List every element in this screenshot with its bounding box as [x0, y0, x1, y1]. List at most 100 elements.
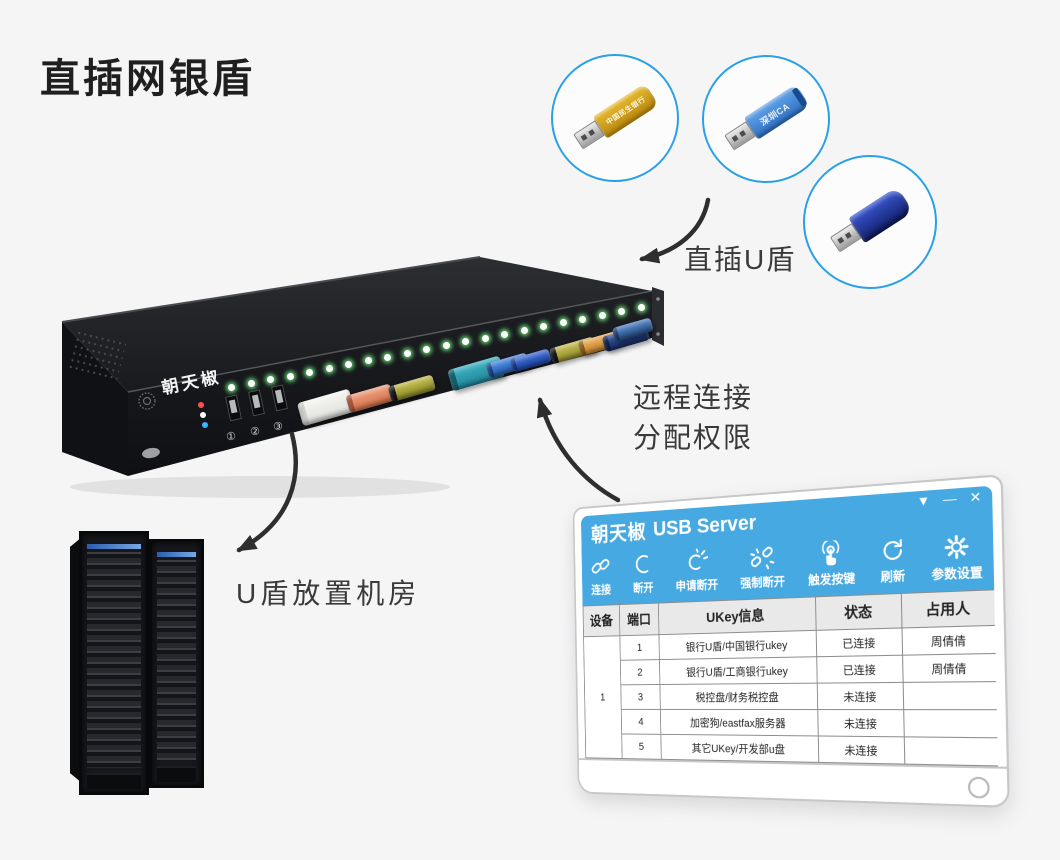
dongle-white — [297, 388, 356, 426]
dropdown-icon[interactable]: ▼ — [917, 492, 931, 510]
rack-base — [157, 766, 196, 782]
rack-server-slots — [87, 552, 141, 768]
user-cell — [904, 710, 998, 738]
rack-tower-right — [149, 539, 204, 788]
status-led-blue — [202, 422, 208, 428]
blue-usb-key: 深圳CA — [722, 84, 810, 154]
ukey-table: 设备 端口 UKey信息 状态 占用人 1 1 银行U盾/中国银行ukey 已连 — [583, 589, 998, 766]
usb-key-circle-blue: 深圳CA — [702, 55, 830, 183]
status-led-white — [200, 412, 206, 418]
port-cell: 1 — [620, 635, 660, 661]
port-number-2: ② — [250, 426, 260, 438]
remote-label-line2: 分配权限 — [633, 418, 753, 458]
port-led — [404, 350, 411, 357]
request-disconnect-button[interactable]: 申请断开 — [675, 547, 718, 594]
usb-key-circle-navy — [803, 155, 937, 289]
user-cell: 周倩倩 — [902, 625, 996, 655]
port-led — [326, 365, 333, 372]
force-disconnect-button[interactable]: 强制断开 — [740, 543, 786, 591]
rack-led-strip — [157, 552, 196, 557]
reset-button — [141, 447, 160, 460]
blue-usb-key-label: 深圳CA — [744, 84, 810, 140]
unlink-icon — [632, 551, 655, 577]
port-led — [501, 331, 508, 338]
trigger-key-button[interactable]: 触发按键 — [807, 539, 855, 588]
col-port: 端口 — [619, 603, 659, 636]
usb-key-circle-gold: 中国民生银行 — [551, 54, 679, 182]
port-led — [579, 316, 586, 323]
request-disconnect-icon — [684, 548, 708, 575]
col-status: 状态 — [815, 593, 902, 630]
right-rack-ear — [652, 287, 664, 346]
window-title-brand: 朝天椒 — [591, 516, 647, 548]
window-controls: ▼ — ✕ — [917, 489, 982, 511]
port-led — [618, 308, 625, 315]
rack-base — [87, 773, 141, 789]
port-led — [638, 304, 645, 311]
port-led — [521, 327, 528, 334]
refresh-button[interactable]: 刷新 — [879, 536, 907, 585]
dongle-olive — [388, 374, 437, 402]
port-led — [443, 342, 450, 349]
link-icon — [590, 554, 612, 580]
plug-ukey-label: 直插U盾 — [684, 238, 796, 278]
port-led — [345, 361, 352, 368]
window-title-app: USB Server — [653, 511, 757, 541]
close-icon[interactable]: ✕ — [969, 489, 981, 507]
port-led — [228, 384, 235, 391]
ukey-cell: 加密狗/eastfax服务器 — [660, 709, 818, 736]
monitor-base — [579, 758, 1008, 806]
arrow-window-to-device — [540, 400, 618, 500]
settings-button[interactable]: 参数设置 — [931, 532, 983, 584]
rack-led-strip — [87, 544, 141, 549]
minimize-icon[interactable]: — — [943, 490, 957, 508]
server-room-label: U盾放置机房 — [236, 572, 420, 612]
status-cell: 未连接 — [817, 682, 903, 709]
arrow-device-to-rack — [239, 434, 296, 550]
port-led — [248, 380, 255, 387]
status-cell: 未连接 — [818, 710, 905, 737]
port-led — [482, 335, 489, 342]
gold-usb-key-label: 中国民生银行 — [593, 83, 659, 139]
user-cell — [904, 737, 998, 766]
remote-label-line1: 远程连接 — [633, 378, 753, 418]
gold-usb-key: 中国民生银行 — [571, 83, 659, 153]
ukey-cell: 银行U盾/工商银行ukey — [659, 657, 817, 685]
force-disconnect-icon — [750, 544, 775, 571]
port-led — [306, 369, 313, 376]
connect-button[interactable]: 连接 — [590, 554, 612, 598]
disconnect-button[interactable]: 断开 — [632, 551, 655, 596]
col-user: 占用人 — [901, 590, 995, 628]
server-rack — [70, 531, 206, 795]
port-led — [287, 373, 294, 380]
port-cell: 3 — [621, 684, 661, 709]
status-cell: 未连接 — [818, 736, 905, 764]
table-row[interactable]: 3 税控盘/财务税控盘 未连接 — [584, 682, 997, 710]
port-led — [599, 312, 606, 319]
port-led — [462, 338, 469, 345]
user-cell — [903, 682, 997, 710]
port-led — [540, 323, 547, 330]
vent-holes — [68, 331, 127, 384]
device-group-cell: 1 — [584, 636, 623, 759]
port-led — [560, 319, 567, 326]
port-number-1: ① — [226, 431, 236, 443]
device-shadow — [70, 476, 450, 498]
col-device: 设备 — [583, 605, 620, 637]
status-cell: 已连接 — [817, 655, 903, 683]
port-led — [384, 354, 391, 361]
navy-usb-key — [827, 187, 914, 258]
status-cell: 已连接 — [816, 628, 902, 657]
usb-server-window: 朝天椒 USB Server ▼ — ✕ 连接 — [581, 486, 998, 767]
user-cell: 周倩倩 — [903, 653, 997, 682]
rack-tower-left — [79, 531, 149, 795]
col-ukey-info: UKey信息 — [658, 597, 816, 635]
usb-server-window-mock: 朝天椒 USB Server ▼ — ✕ 连接 — [573, 474, 1010, 808]
dongle-royal — [510, 348, 552, 372]
port-cell: 5 — [622, 734, 662, 759]
status-led-red — [198, 402, 204, 408]
dongle-orange — [345, 383, 394, 413]
trigger-key-icon — [818, 540, 844, 568]
ukey-cell: 税控盘/财务税控盘 — [660, 683, 818, 709]
page-title: 直插网银盾 — [40, 46, 255, 104]
